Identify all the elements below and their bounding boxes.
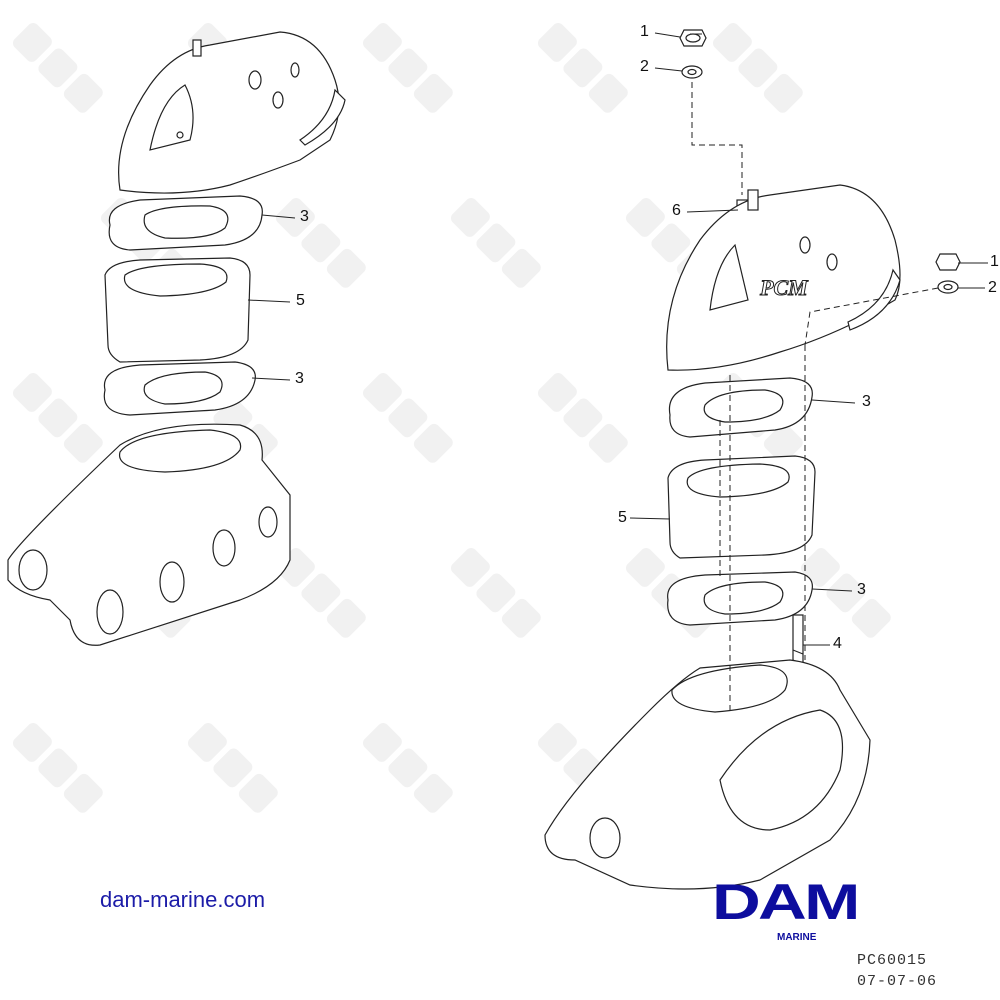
right-gasket-lower <box>667 571 813 626</box>
drawing-date: 07-07-06 <box>857 973 938 990</box>
right-spacer <box>667 455 816 559</box>
logo-main: DAM <box>712 874 860 930</box>
website-link[interactable]: dam-marine.com <box>100 887 266 912</box>
callout-label: 3 <box>857 581 866 598</box>
watermark-mark <box>12 722 103 813</box>
watermark-mark <box>12 22 103 113</box>
assembly-dashed-line <box>804 287 939 346</box>
left-gasket-lower <box>103 361 256 416</box>
watermark-mark <box>12 372 103 463</box>
right-manifold <box>544 659 871 890</box>
callout-label: 2 <box>988 279 997 296</box>
right-washer-side <box>937 280 959 294</box>
left-spacer <box>104 257 251 363</box>
right-nut-top <box>679 29 707 47</box>
watermark-mark <box>362 22 453 113</box>
watermark-mark <box>537 372 628 463</box>
leader-line <box>247 299 291 303</box>
drawing-code: PC60015 <box>857 952 928 969</box>
watermark-mark <box>537 22 628 113</box>
callout-label: 3 <box>862 393 871 410</box>
assembly-dashed-line <box>719 345 806 715</box>
elbow-marking: PCM <box>759 275 809 300</box>
callout-label: 4 <box>833 635 842 652</box>
logo-sub: MARINE <box>777 932 817 943</box>
watermark-mark <box>275 547 366 638</box>
callout-label: 6 <box>672 202 681 219</box>
callout-label: 5 <box>618 509 627 526</box>
watermark-mark <box>800 547 891 638</box>
right-gasket-upper <box>668 377 813 438</box>
right-nut-side <box>935 253 961 271</box>
leader-line <box>251 377 291 381</box>
watermark-mark <box>450 547 541 638</box>
callout-label: 1 <box>990 253 999 270</box>
callout-label: 1 <box>640 23 649 40</box>
watermark-mark <box>275 197 366 288</box>
callout-label: 5 <box>296 292 305 309</box>
watermark-mark <box>362 372 453 463</box>
watermark-mark <box>712 22 803 113</box>
watermark-mark <box>187 722 278 813</box>
assembly-dashed-line <box>691 82 743 195</box>
callout-label: 3 <box>300 208 309 225</box>
right-washer-top <box>681 65 703 79</box>
leader-line <box>629 32 988 646</box>
callout-label: 3 <box>295 370 304 387</box>
left-elbow <box>118 31 346 194</box>
leader-line <box>261 214 296 219</box>
right-elbow: PCM <box>666 184 901 371</box>
left-gasket-upper <box>108 195 263 251</box>
left-manifold <box>7 423 291 646</box>
dam-marine-logo: DAM MARINE <box>712 877 890 946</box>
watermark-mark <box>362 722 453 813</box>
watermark-mark <box>450 197 541 288</box>
callout-label: 2 <box>640 58 649 75</box>
